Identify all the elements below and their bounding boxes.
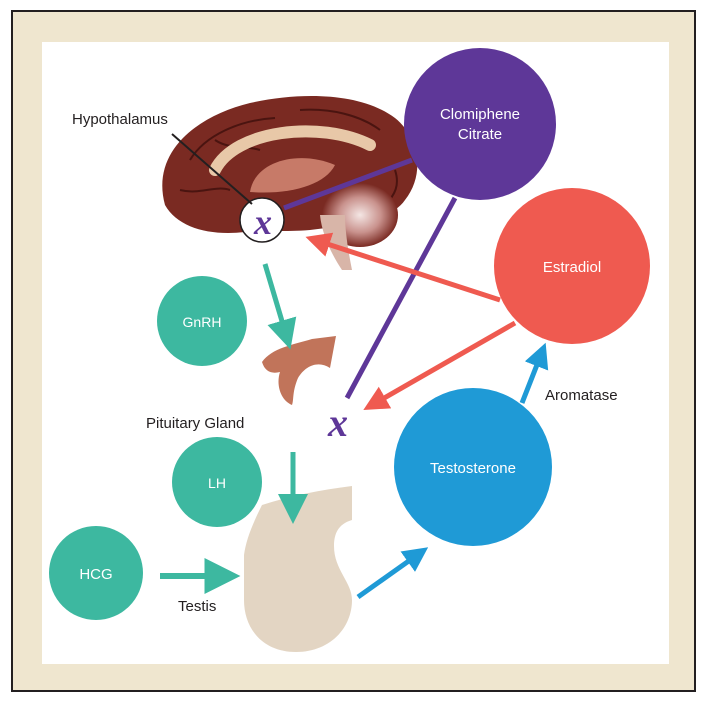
estradiol-circle [494, 188, 650, 344]
lh-circle [172, 437, 262, 527]
testis-label: Testis [178, 598, 216, 615]
hypothalamus-block-mark: x [253, 202, 272, 242]
pituitary-illustration [262, 336, 336, 405]
testosterone-circle [394, 388, 552, 546]
gnrh-label: GnRH [183, 314, 222, 330]
testosterone-label: Testosterone [430, 460, 516, 477]
aromatase-arrow [519, 342, 549, 404]
aromatase-label: Aromatase [545, 387, 618, 404]
lh-label: LH [208, 475, 226, 491]
pituitary-block-mark: x [327, 400, 348, 445]
brain-illustration [162, 96, 418, 270]
clomiphene-to-pituitary-line [344, 196, 458, 400]
testis-to-testosterone-arrow [356, 547, 429, 600]
estradiol-label: Estradiol [543, 259, 601, 276]
clomiphene-label-2: Citrate [458, 126, 502, 143]
clomiphene-circle [404, 48, 556, 200]
hcg-circle [49, 526, 143, 620]
hcg-label: HCG [79, 566, 112, 583]
clomiphene-to-hypothalamus-line [283, 157, 413, 211]
estradiol-to-hypothalamus-arrow [305, 232, 501, 303]
estradiol-to-pituitary-arrow [363, 320, 517, 410]
testis-illustration [244, 486, 352, 652]
gnrh-arrow [262, 263, 297, 350]
hypothalamus-label: Hypothalamus [72, 111, 168, 128]
clomiphene-label-1: Clomiphene [440, 106, 520, 123]
hypothalamus-pointer [171, 133, 253, 205]
hypothalamus-circle [239, 197, 285, 243]
gnrh-circle [157, 276, 247, 366]
pituitary-label: Pituitary Gland [146, 415, 244, 432]
